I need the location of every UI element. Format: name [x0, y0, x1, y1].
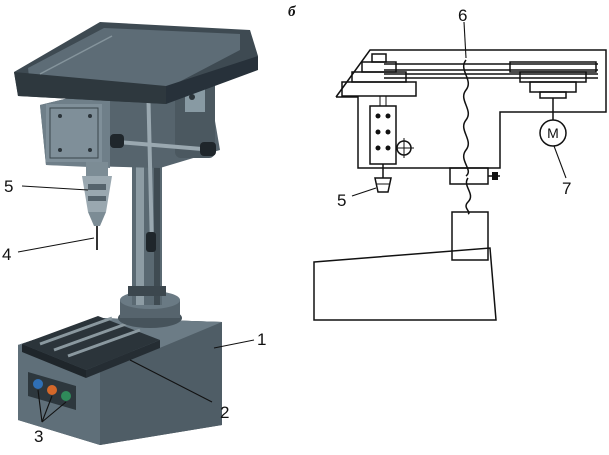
callout-2: 2 — [220, 403, 229, 422]
stop-button-icon — [47, 385, 57, 395]
belt-guard — [14, 22, 258, 104]
pinion-icon — [396, 138, 414, 158]
drill-press-illustration — [14, 22, 258, 445]
spindle-head — [40, 79, 220, 252]
start-button-icon — [33, 379, 43, 389]
schematic-table — [313, 247, 497, 321]
callout-5-photo: 5 — [4, 177, 13, 196]
motor-symbol: M — [547, 125, 559, 141]
spindle-chuck — [82, 162, 112, 226]
callout-6: 6 — [458, 6, 467, 25]
leader-lines-left — [17, 185, 255, 423]
panel-letter: б — [288, 4, 296, 20]
work-table — [22, 316, 160, 378]
control-panel — [28, 372, 76, 410]
reverse-button-icon — [61, 391, 71, 401]
spindle-pulley — [341, 53, 417, 97]
quill-block — [369, 96, 397, 165]
callout-5-schematic: 5 — [337, 191, 346, 210]
motor-pulley — [509, 61, 597, 99]
schematic-column — [451, 211, 489, 261]
callout-4: 4 — [2, 245, 11, 264]
lead-screw — [463, 59, 469, 177]
belt-drive — [384, 63, 598, 79]
carriage-block — [449, 167, 489, 185]
kinematic-schematic: M — [313, 49, 607, 321]
callout-1: 1 — [257, 330, 266, 349]
callout-7: 7 — [562, 179, 571, 198]
schematic-chuck — [374, 177, 392, 193]
motor-icon: M — [539, 119, 567, 147]
callout-3: 3 — [34, 427, 43, 446]
leader-lines-right — [351, 21, 567, 197]
